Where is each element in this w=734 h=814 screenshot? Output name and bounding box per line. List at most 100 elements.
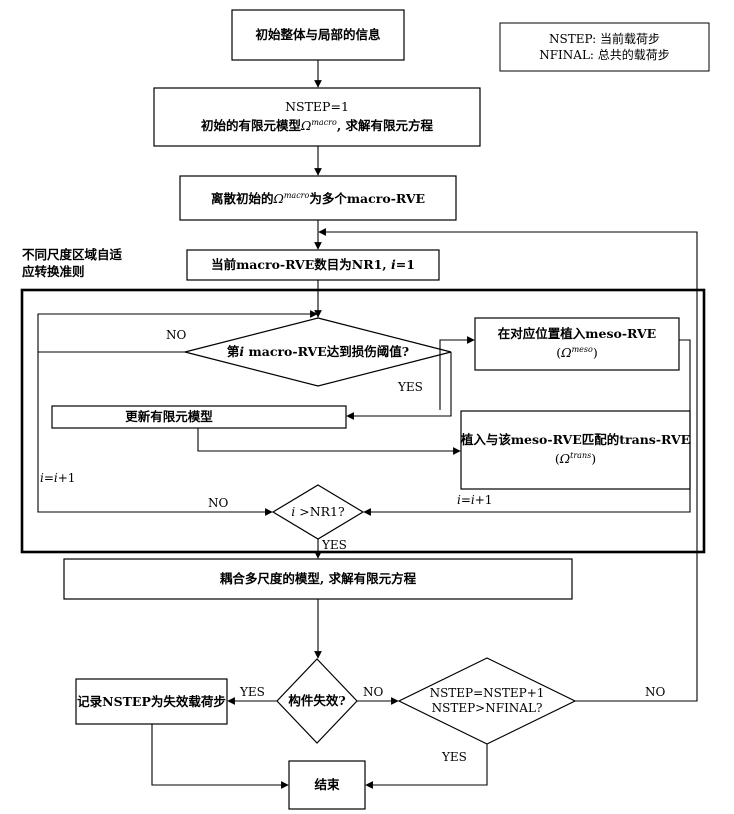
fail-yes-label: YES [240, 685, 265, 699]
check-yes-label: YES [322, 538, 347, 552]
damage-i: i [239, 344, 245, 359]
discretize-text: 离散初始的Ωmacro为多个macro-RVE [180, 176, 456, 220]
current-line: 当前macro-RVE数目为NR1, i=1 [211, 257, 415, 273]
nstep-init-text: NSTEP=1 初始的有限元模型Ωmacro, 求解有限元方程 [154, 88, 480, 146]
init-info-box [231, 9, 405, 61]
check-text: i >NR1? [273, 500, 363, 524]
trans-close: ) [591, 451, 597, 467]
trans-open: ( [554, 451, 560, 467]
adaptive-region-frame [20, 288, 706, 554]
meso-text: 在对应位置植入meso-RVE (Ωmeso) [475, 318, 679, 370]
right-incr-eq: = [460, 493, 471, 507]
legend-nfinal: NFINAL: 总共的载荷步 [539, 48, 670, 62]
region-label: 不同尺度区域自适 应转换准则 [22, 246, 122, 280]
omega-macro-symbol: Ω [300, 118, 312, 134]
left-increment-label: i=i+1 [40, 471, 75, 486]
nstep-init-box [153, 87, 481, 147]
init-info-label: 初始整体与局部的信息 [255, 27, 381, 42]
check-line: i >NR1? [291, 504, 344, 520]
discretize-box [179, 175, 457, 221]
right-incr-post: +1 [474, 493, 493, 507]
next-no-label: NO [645, 685, 666, 699]
arrow-next-yes-to-end [365, 744, 488, 789]
legend-box [499, 22, 710, 72]
next-line2: NSTEP>NFINAL? [431, 701, 543, 715]
meso-close: ) [592, 345, 598, 361]
trans-line1: 植入与该meso-RVE匹配的trans-RVE [460, 432, 691, 448]
arrow-meso-to-check [363, 339, 691, 516]
update-label: 更新有限元模型 [125, 409, 213, 424]
check-post: >NR1? [295, 504, 345, 519]
arrow-left-increment [37, 352, 273, 516]
nstep-init-pre: 初始的有限元模型 [200, 118, 301, 134]
damage-text: 第i macro-RVE达到损伤阈值? [205, 340, 431, 364]
check-no-label: NO [208, 496, 229, 510]
omega-macro-sup: macro [311, 118, 337, 128]
left-incr-i2: i [53, 471, 58, 485]
check-i: i [291, 504, 296, 519]
left-incr-post: +1 [57, 471, 76, 485]
couple-text: 耦合多尺度的模型, 求解有限元方程 [64, 559, 572, 599]
discretize-pre: 离散初始的 [210, 191, 274, 207]
fail-label: 构件失效? [288, 693, 346, 708]
region-label-line1: 不同尺度区域自适 [22, 247, 123, 262]
init-info-text: 初始整体与局部的信息 [232, 10, 404, 60]
current-post: =1 [395, 257, 415, 272]
nstep-init-line1: NSTEP=1 [285, 99, 349, 115]
meso-sup: meso [571, 345, 593, 355]
end-label: 结束 [314, 777, 340, 792]
current-pre: 当前macro-RVE数目为NR1, [211, 257, 391, 272]
trans-box [460, 410, 691, 490]
couple-label: 耦合多尺度的模型, 求解有限元方程 [219, 571, 417, 586]
record-text: 记录NSTEP为失效载荷步 [76, 679, 227, 724]
next-yes-label: YES [442, 750, 467, 764]
meso-open: ( [556, 345, 562, 361]
arrow-record-to-end [151, 724, 289, 789]
damage-post: macro-RVE达到损伤阈值? [244, 344, 410, 359]
meso-omega: Ω [561, 345, 572, 361]
fail-decision [276, 658, 358, 744]
arrow-damage-no-loop [37, 310, 318, 353]
current-i: i [391, 257, 396, 272]
end-box [288, 760, 366, 810]
region-label-line2: 应转换准则 [22, 264, 85, 279]
damage-decision [184, 317, 452, 387]
right-incr-i: i [457, 493, 461, 507]
trans-line2: (Ωtrans) [555, 448, 596, 467]
arrow-update-to-trans [197, 428, 461, 455]
fail-text: 构件失效? [277, 690, 357, 712]
left-incr-i: i [40, 471, 44, 485]
trans-text: 植入与该meso-RVE匹配的trans-RVE (Ωtrans) [461, 411, 690, 489]
trans-omega: Ω [559, 451, 571, 467]
damage-no-label: NO [166, 328, 187, 342]
update-text: 更新有限元模型 [52, 406, 346, 428]
end-text: 结束 [289, 761, 365, 809]
damage-yes-label: YES [398, 380, 423, 394]
discretize-post: 为多个macro-RVE [309, 191, 426, 207]
legend-nstep: NSTEP: 当前载荷步 [549, 32, 660, 46]
update-box [51, 405, 347, 429]
record-label: 记录NSTEP为失效载荷步 [77, 693, 226, 709]
discretize-omega: Ω [273, 191, 284, 207]
right-increment-label: i=i+1 [457, 493, 492, 508]
discretize-sup: macro [283, 191, 310, 201]
arrow-to-meso [439, 336, 475, 410]
legend-text: NSTEP: 当前载荷步 NFINAL: 总共的载荷步 [500, 23, 709, 71]
next-text: NSTEP=NSTEP+1 NSTEP>NFINAL? [399, 684, 575, 718]
arrow-next-no-loop [318, 228, 698, 702]
damage-line: 第i macro-RVE达到损伤阈值? [227, 344, 409, 360]
discretize-line: 离散初始的Ωmacro为多个macro-RVE [211, 188, 425, 207]
nstep-init-post: , 求解有限元方程 [336, 118, 434, 134]
meso-line2: (Ωmeso) [556, 342, 597, 361]
meso-box [474, 317, 680, 371]
nstep-init-line2: 初始的有限元模型Ωmacro, 求解有限元方程 [201, 115, 433, 134]
damage-pre: 第 [226, 344, 240, 359]
arrow-damage-yes-to-update [346, 352, 452, 420]
left-incr-eq: = [43, 471, 54, 485]
fail-no-label: NO [363, 685, 384, 699]
right-incr-i2: i [470, 493, 475, 507]
next-line1: NSTEP=NSTEP+1 [429, 686, 545, 700]
meso-line1: 在对应位置植入meso-RVE [497, 326, 657, 342]
trans-sup: trans [570, 451, 592, 461]
